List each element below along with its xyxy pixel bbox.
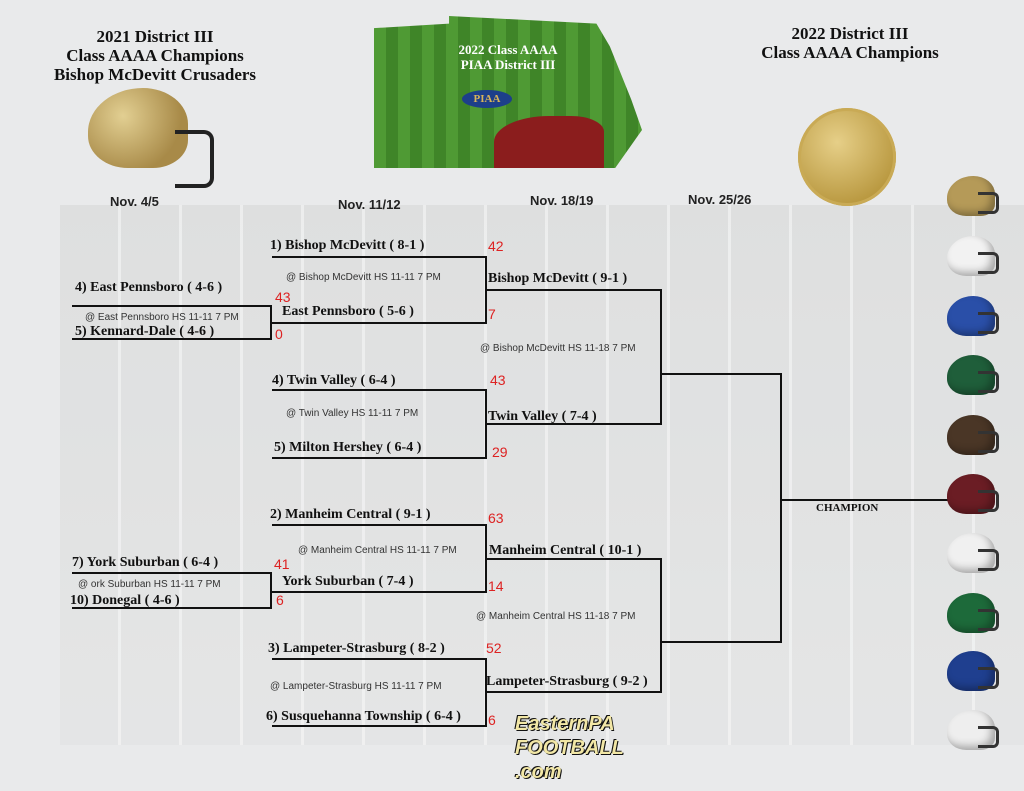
helmet-icon	[947, 296, 999, 336]
bracket-line	[485, 256, 487, 324]
helmet-icon	[947, 355, 999, 395]
round-date: Nov. 4/5	[110, 194, 159, 209]
title-line: Class AAAA Champions	[66, 46, 244, 65]
title-line: Bishop McDevitt Crusaders	[53, 65, 257, 84]
round-date: Nov. 25/26	[688, 192, 752, 207]
team-name: 4) Twin Valley ( 6-4 )	[272, 373, 396, 388]
bracket-line	[485, 524, 487, 593]
piaa-logo: PIAA	[462, 90, 512, 108]
bracket-line	[272, 322, 487, 324]
score: 41	[274, 556, 290, 572]
game-site: @ Bishop McDevitt HS 11-11 7 PM	[286, 272, 441, 283]
bracket-line	[660, 289, 662, 425]
team-name: 10) Donegal ( 4-6 )	[70, 593, 180, 608]
bracket-line	[660, 558, 662, 693]
bracket-line	[660, 641, 782, 643]
score: 63	[488, 510, 504, 526]
team-name: Twin Valley ( 7-4 )	[488, 409, 597, 424]
team-name: 4) East Pennsboro ( 4-6 )	[75, 280, 223, 295]
team-name: 3) Lampeter-Strasburg ( 8-2 )	[268, 641, 445, 656]
map-title-line: PIAA District III	[460, 57, 556, 72]
bracket-line	[485, 389, 487, 459]
district-region	[494, 116, 604, 168]
champion-label: CHAMPION	[816, 502, 879, 514]
game-site: @ Lampeter-Strasburg HS 11-11 7 PM	[270, 681, 442, 692]
champion-medal-icon	[798, 108, 896, 206]
helmet-icon	[947, 415, 999, 455]
team-name: East Pennsboro ( 5-6 )	[282, 304, 414, 319]
bracket-line	[487, 289, 662, 291]
field-background	[60, 205, 1024, 745]
bracket-line	[272, 256, 487, 258]
team-name: Manheim Central ( 10-1 )	[489, 543, 642, 558]
score: 52	[486, 640, 502, 656]
team-name: Lampeter-Strasburg ( 9-2 )	[486, 674, 648, 689]
bracket-line	[485, 658, 487, 727]
team-name: 7) York Suburban ( 6-4 )	[72, 555, 219, 570]
left-title: 2021 District III Class AAAA Champions B…	[20, 27, 290, 84]
team-name: 2) Manheim Central ( 9-1 )	[270, 507, 431, 522]
helmet-icon	[947, 474, 999, 514]
bracket-line	[272, 524, 487, 526]
team-name: York Suburban ( 7-4 )	[282, 574, 414, 589]
score: 42	[488, 238, 504, 254]
bracket-line	[487, 558, 662, 560]
score: 6	[488, 712, 496, 728]
game-site: @ Bishop McDevitt HS 11-18 7 PM	[480, 343, 636, 354]
champion-line	[780, 499, 956, 501]
bracket-line	[272, 389, 487, 391]
easternpa-football-logo: EasternPA FOOTBALL .com	[515, 713, 624, 783]
bracket-line	[272, 658, 487, 660]
helmet-icon	[947, 176, 999, 216]
bracket-line	[72, 607, 272, 609]
bracket-line	[72, 572, 272, 574]
bracket-line	[272, 725, 487, 727]
score: 6	[276, 592, 284, 608]
round-date: Nov. 11/12	[338, 197, 401, 212]
map-title-line: 2022 Class AAAA	[458, 42, 558, 57]
score: 0	[275, 326, 283, 342]
helmet-icon	[947, 533, 999, 573]
bracket-line	[270, 572, 272, 609]
bracket-line	[72, 305, 272, 307]
score: 43	[275, 289, 291, 305]
team-name: 5) Milton Hershey ( 6-4 )	[274, 440, 422, 455]
bracket-line	[270, 305, 272, 340]
bracket-line	[487, 691, 662, 693]
game-site: @ ork Suburban HS 11-11 7 PM	[78, 579, 221, 590]
bracket-line	[660, 373, 782, 375]
team-name: 1) Bishop McDevitt ( 8-1 )	[270, 238, 425, 253]
team-name: 5) Kennard-Dale ( 4-6 )	[75, 324, 215, 339]
game-site: @ Manheim Central HS 11-18 7 PM	[476, 611, 636, 622]
score: 7	[488, 306, 496, 322]
score: 29	[492, 444, 508, 460]
right-title: 2022 District III Class AAAA Champions	[720, 24, 980, 62]
game-site: @ Manheim Central HS 11-11 7 PM	[298, 545, 457, 556]
pennsylvania-map: 2022 Class AAAA PIAA District III PIAA	[374, 16, 642, 168]
helmet-icon	[947, 710, 999, 750]
helmet-icon	[947, 593, 999, 633]
bracket-line	[487, 423, 662, 425]
game-site: @ East Pennsboro HS 11-11 7 PM	[85, 312, 239, 323]
title-line: 2021 District III	[96, 27, 214, 46]
round-date: Nov. 18/19	[530, 193, 594, 208]
bracket-line	[272, 457, 487, 459]
helmet-icon	[88, 88, 188, 168]
map-title: 2022 Class AAAA PIAA District III	[374, 42, 642, 72]
facemask-icon	[175, 130, 214, 188]
game-site: @ Twin Valley HS 11-11 7 PM	[286, 408, 419, 419]
helmet-icon	[947, 236, 999, 276]
score: 43	[490, 372, 506, 388]
title-line: Class AAAA Champions	[761, 43, 939, 62]
score: 14	[488, 578, 504, 594]
team-name: Bishop McDevitt ( 9-1 )	[488, 271, 628, 286]
helmet-icon	[947, 651, 999, 691]
team-name: 6) Susquehanna Township ( 6-4 )	[266, 709, 461, 724]
bracket-line	[272, 591, 487, 593]
title-line: 2022 District III	[791, 24, 909, 43]
bracket-line	[780, 373, 782, 643]
bracket-line	[72, 338, 272, 340]
